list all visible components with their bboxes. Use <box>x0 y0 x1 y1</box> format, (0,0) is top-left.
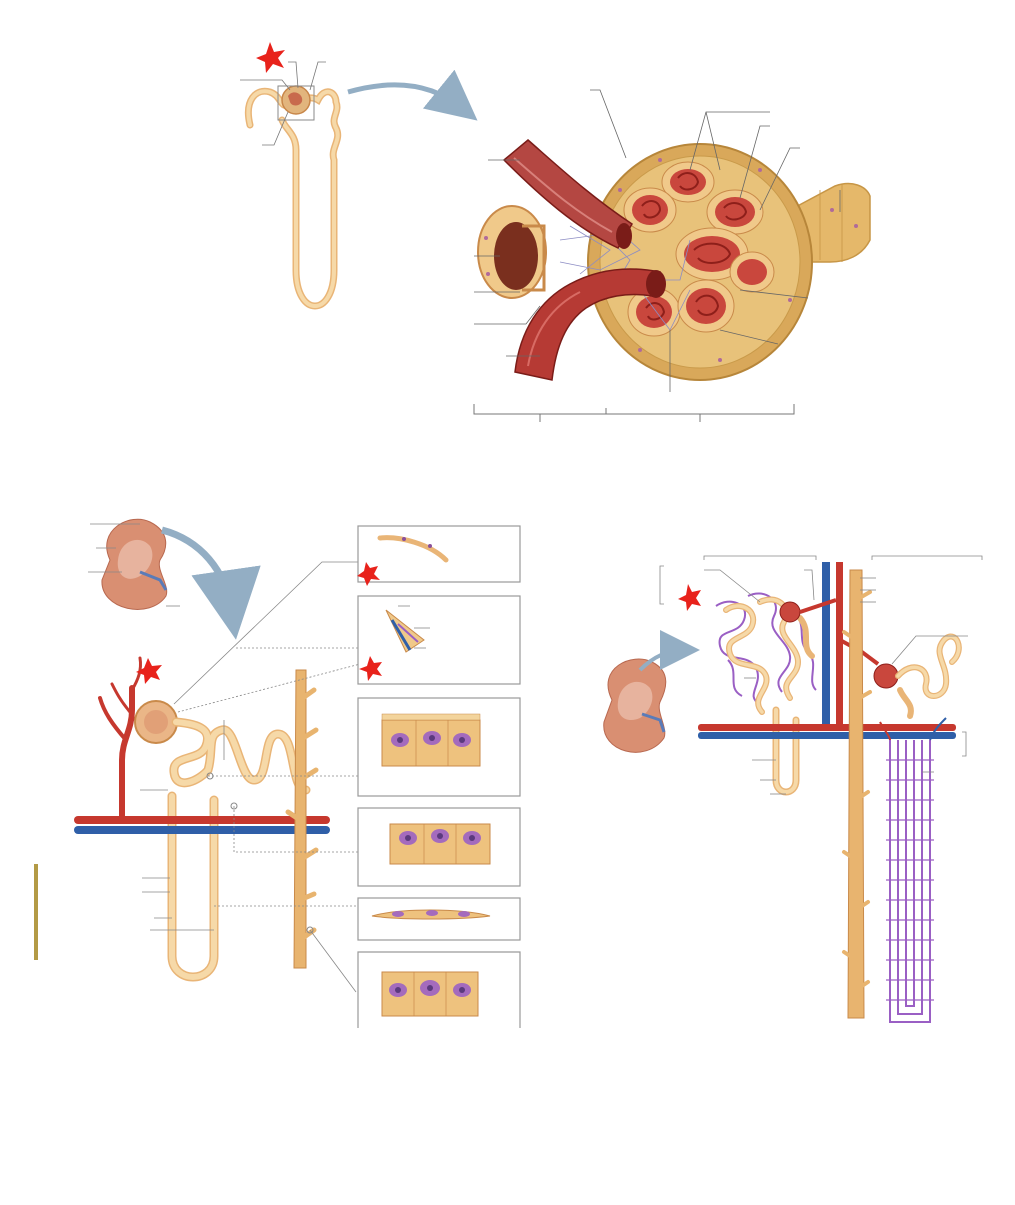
leader-line <box>705 111 721 171</box>
arcuate-artery <box>698 724 956 731</box>
region-bracket <box>703 555 817 560</box>
arcuate-vein <box>74 826 330 834</box>
kidney-locator <box>603 658 667 753</box>
region-bracket <box>659 565 664 605</box>
leader-line <box>309 929 357 993</box>
leader-line <box>474 305 541 325</box>
kidney-locator <box>101 518 168 610</box>
nephron-loop <box>772 706 800 796</box>
arcuate-vein <box>698 732 956 739</box>
nephron-overview <box>240 42 478 310</box>
scale-bar <box>34 864 38 960</box>
highlight-star-icon <box>357 562 380 586</box>
juxtamedullary-nephron-blood-supply <box>603 555 983 1023</box>
region-bracket <box>473 404 795 422</box>
vasa-recta <box>879 717 947 1023</box>
leader-line <box>739 125 770 199</box>
leader-line <box>804 569 815 601</box>
region-bracket <box>962 731 967 757</box>
leader-line <box>309 61 326 91</box>
nephron-tubule <box>245 87 342 310</box>
leader-line <box>590 89 627 159</box>
renal-corpuscle-callout-arrow <box>347 69 478 121</box>
highlight-star-icon <box>359 656 382 681</box>
leader-line <box>891 635 968 665</box>
leader-line <box>173 561 360 705</box>
nephron-segments <box>34 518 361 993</box>
renal-corpuscle-detail <box>473 89 871 422</box>
leader-line <box>739 289 809 299</box>
interlobular-artery <box>836 562 843 730</box>
kidney-locator-arrow <box>638 630 700 672</box>
leader-line <box>759 147 800 211</box>
leader-line <box>240 79 291 91</box>
interlobular-vein <box>822 562 830 730</box>
leader-line <box>288 61 299 89</box>
highlight-star-icon <box>136 658 162 684</box>
juxtamedullary-glomerulus <box>873 663 899 689</box>
leader-line <box>233 806 358 853</box>
tubular-epithelium-sections <box>357 525 521 1028</box>
highlight-star-icon <box>256 42 285 73</box>
leader-line <box>262 111 289 146</box>
glomerulus <box>779 601 801 623</box>
glomerular-capillaries <box>623 161 775 337</box>
kidney-locator-arrow <box>161 526 261 640</box>
highlight-star-icon <box>678 584 701 611</box>
distal-tubule-section <box>477 205 547 299</box>
section-box <box>357 595 521 685</box>
leader-line <box>177 663 361 713</box>
zoom-box <box>277 85 315 121</box>
arcuate-artery <box>74 816 330 824</box>
leader-line <box>719 329 779 345</box>
leader-line <box>704 569 761 603</box>
region-bracket <box>871 555 983 560</box>
